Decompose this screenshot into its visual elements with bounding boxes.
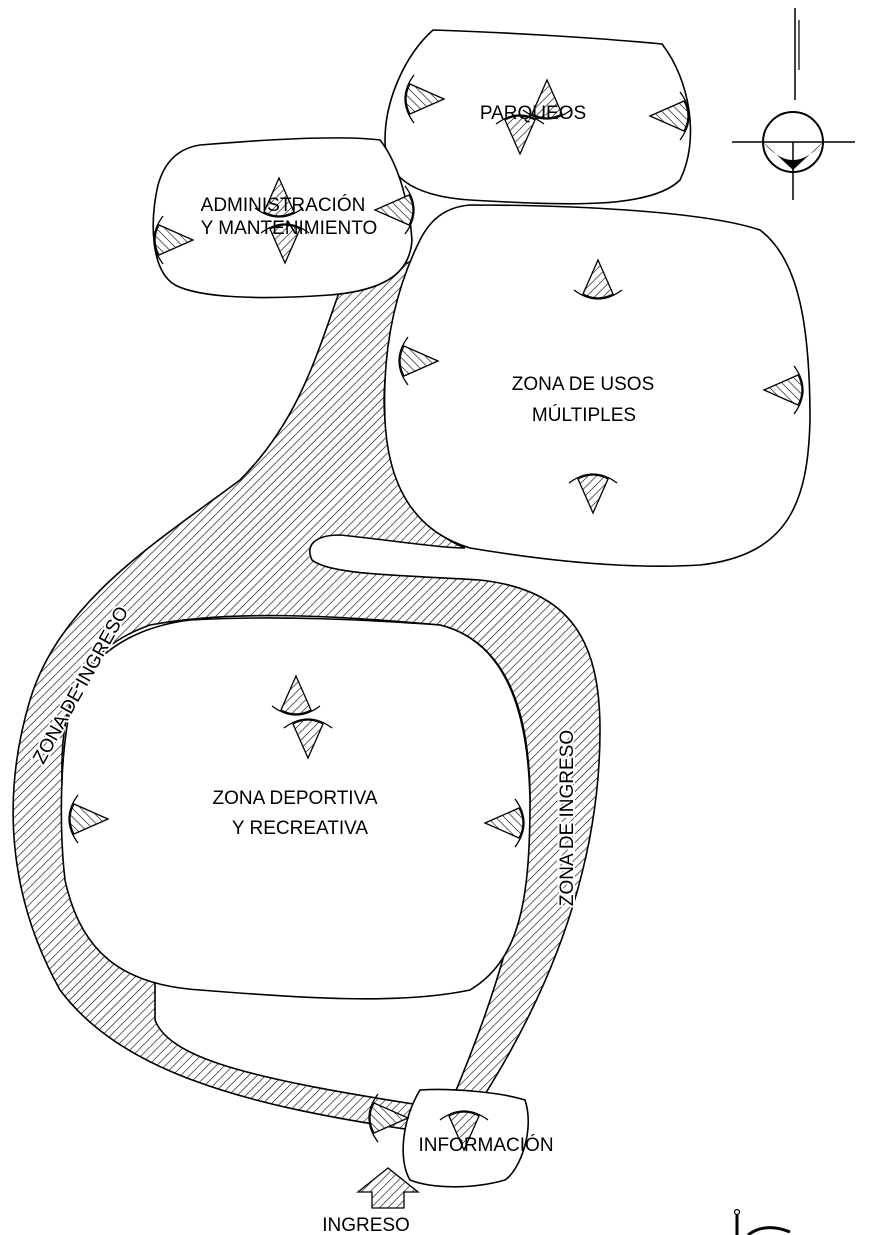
label-deportiva-line1: ZONA DEPORTIVA bbox=[212, 788, 377, 809]
zone-deportiva bbox=[60, 617, 531, 1000]
entrance-arrow-icon bbox=[356, 1167, 420, 1209]
zone-usos-multiples bbox=[383, 204, 811, 567]
label-usos-line1: ZONA DE USOS bbox=[512, 374, 655, 395]
logo-icon bbox=[733, 1208, 791, 1235]
label-admin-line1: ADMINISTRACIÓN bbox=[201, 194, 366, 216]
label-deportiva-line2: Y RECREATIVA bbox=[232, 818, 369, 839]
label-ingreso: INGRESO bbox=[322, 1215, 410, 1235]
label-informacion: INFORMACIÓN bbox=[418, 1134, 553, 1156]
label-admin-line2: Y MANTENIMIENTO bbox=[201, 218, 378, 239]
label-parqueos: PARQUEOS bbox=[480, 103, 586, 124]
zone-administracion bbox=[152, 137, 413, 299]
label-zona-ingreso-right: ZONA DE INGRESO bbox=[557, 730, 578, 906]
north-arrow-icon bbox=[732, 8, 855, 200]
label-usos-line2: MÚLTIPLES bbox=[532, 404, 636, 426]
